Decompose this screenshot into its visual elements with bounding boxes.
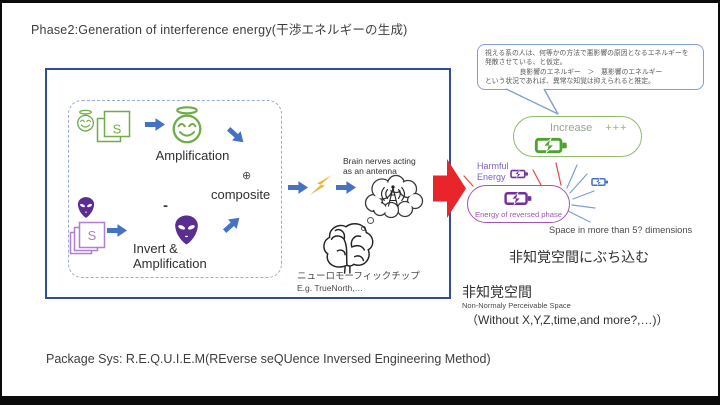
source-stack-green-icon: S (96, 110, 131, 143)
invert-label-line1: Invert & (133, 241, 178, 256)
harmful-energy-label: Harmful Energy (477, 161, 509, 182)
bubble-line-3: 良影響のエネルギー ＞ 悪影響のエネルギー (519, 68, 663, 76)
chip-caption-line2: E.g. TrueNorth,… (297, 283, 364, 293)
source-tag-green: S (113, 122, 122, 137)
increase-word: Increase (550, 122, 593, 134)
angel-smiley-small-icon (75, 109, 96, 132)
bubble-line-1: 視える系の人は、何等かの方法で悪影響の原因となるエネルギーを (485, 50, 689, 57)
left-frame-bar (0, 0, 2, 405)
signal-arrow-icon-1 (288, 181, 308, 194)
brain-icon (323, 223, 374, 274)
chip-caption-line1: ニューロモーフィックチップ (297, 271, 420, 282)
right-frame-bar (718, 0, 720, 405)
battery-small-purple-icon (510, 168, 529, 180)
lightning-bolt-icon (310, 175, 332, 195)
energy-rays (463, 162, 596, 223)
space-title: 非知覚空間 (462, 284, 532, 300)
battery-green-icon (533, 136, 570, 155)
thought-cloud-antenna-icon (364, 174, 424, 219)
invert-arrow-icon (107, 224, 127, 237)
antenna-caption-line2: as an antenna (343, 166, 397, 176)
reversed-phase-capsule: Energy of reversed phase (467, 185, 570, 223)
battery-purple-icon (504, 190, 533, 207)
composite-label: composite (211, 187, 271, 202)
source-tag-purple: S (88, 228, 97, 243)
bottom-frame-bar (0, 396, 720, 405)
alien-small-icon (76, 196, 96, 219)
footer-label: Package Sys: R.E.Q.U.I.E.M(REverse seQUe… (46, 352, 491, 366)
thought-dot-icon (367, 217, 374, 224)
harmful-energy-line2: Energy (477, 171, 506, 182)
bubble-line-4: という状況であれば、異常な知覚は抑えられると推定。 (485, 78, 655, 86)
signal-arrow-icon-2 (336, 181, 356, 194)
space-detail: （Without X,Y,Z,time,and more?,…)） (466, 313, 669, 327)
source-stack-purple-icon: S (69, 221, 106, 255)
invert-label-line2: Amplification (133, 256, 207, 271)
slide-title: Phase2:Generation of interference energy… (31, 23, 408, 37)
composite-symbol: ⊕ (242, 170, 252, 182)
harmful-energy-line1: Harmful (477, 161, 509, 171)
throw-caption: 非知覚空間にぶち込む (509, 249, 650, 265)
top-frame-bar (0, 0, 720, 3)
process-inner-dashed-box (68, 100, 282, 278)
bubble-tail (505, 88, 559, 115)
invert-label: Invert & Amplification (133, 241, 207, 271)
amplify-arrow-icon (145, 118, 165, 131)
bubble-line-2: 発散させている、と仮定。 (485, 59, 567, 67)
big-red-arrow-icon (433, 159, 466, 218)
amplification-label: Amplification (155, 148, 230, 163)
increase-plus: +++ (605, 122, 628, 134)
hypothesis-bubble: 視える系の人は、何等かの方法で悪影響の原因となるエネルギーを 発散させている、と… (477, 44, 704, 90)
minus-sign: - (163, 197, 168, 214)
amplified-smiley-icon (169, 105, 205, 144)
reversed-phase-label: Energy of reversed phase (475, 210, 562, 219)
antenna-caption: Brain nerves acting as an antenna (343, 156, 416, 176)
battery-blue-icon (591, 176, 609, 188)
antenna-caption-line1: Brain nerves acting (343, 156, 416, 166)
space-subtitle: Non-Normaly Perceivable Space (462, 301, 571, 310)
increase-capsule: Increase +++ (513, 116, 642, 157)
chip-caption: ニューロモーフィックチップ E.g. TrueNorth,… (297, 268, 420, 293)
space-dimensions-caption: Space in more than 5? dimensions (549, 225, 693, 235)
increase-label: Increase +++ (550, 122, 627, 134)
